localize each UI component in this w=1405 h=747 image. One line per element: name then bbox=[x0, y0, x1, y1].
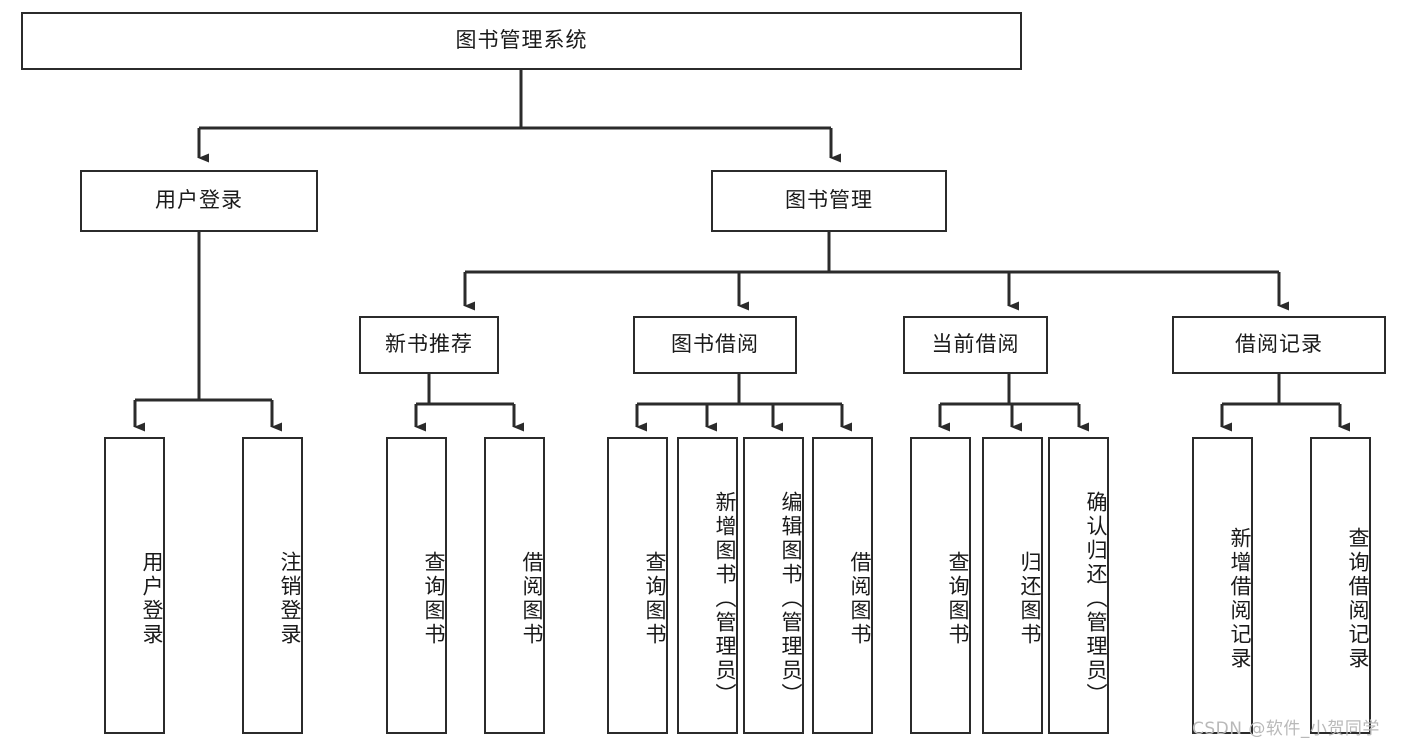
node-leaf-bb-add-book[interactable]: 新增图书（管理员） bbox=[677, 437, 738, 734]
node-leaf-br-query-record[interactable]: 查询借阅记录 bbox=[1310, 437, 1371, 734]
node-leaf-rec-borrow-book[interactable]: 借阅图书 bbox=[484, 437, 545, 734]
node-leaf-bb-borrow-book-label: 借阅图书 bbox=[848, 550, 872, 647]
node-user-login-label: 用户登录 bbox=[155, 188, 243, 213]
node-leaf-br-query-record-label: 查询借阅记录 bbox=[1346, 526, 1370, 671]
node-leaf-cb-return-book-label: 归还图书 bbox=[1018, 550, 1042, 647]
node-borrow-record[interactable]: 借阅记录 bbox=[1172, 316, 1386, 374]
node-leaf-bb-add-book-label: 新增图书（管理员） bbox=[713, 490, 737, 707]
node-leaf-bb-query-book[interactable]: 查询图书 bbox=[607, 437, 668, 734]
node-user-login[interactable]: 用户登录 bbox=[80, 170, 318, 232]
node-leaf-user-logout-label: 注销登录 bbox=[278, 550, 302, 647]
watermark-text: CSDN @软件_小贺同学 bbox=[1192, 719, 1380, 739]
node-leaf-cb-query-book[interactable]: 查询图书 bbox=[910, 437, 971, 734]
node-new-book-recommend[interactable]: 新书推荐 bbox=[359, 316, 499, 374]
node-leaf-bb-edit-book-label: 编辑图书（管理员） bbox=[779, 490, 803, 707]
node-book-manage-label: 图书管理 bbox=[785, 188, 873, 213]
node-book-manage[interactable]: 图书管理 bbox=[711, 170, 947, 232]
node-leaf-user-logout[interactable]: 注销登录 bbox=[242, 437, 303, 734]
node-leaf-rec-borrow-book-label: 借阅图书 bbox=[520, 550, 544, 647]
node-leaf-user-login[interactable]: 用户登录 bbox=[104, 437, 165, 734]
node-leaf-br-add-record-label: 新增借阅记录 bbox=[1228, 526, 1252, 671]
node-current-borrow[interactable]: 当前借阅 bbox=[903, 316, 1048, 374]
node-leaf-cb-return-book[interactable]: 归还图书 bbox=[982, 437, 1043, 734]
node-leaf-bb-edit-book[interactable]: 编辑图书（管理员） bbox=[743, 437, 804, 734]
node-leaf-user-login-label: 用户登录 bbox=[140, 550, 164, 647]
node-leaf-cb-confirm-return[interactable]: 确认归还（管理员） bbox=[1048, 437, 1109, 734]
node-root-label: 图书管理系统 bbox=[455, 28, 588, 53]
node-leaf-cb-confirm-return-label: 确认归还（管理员） bbox=[1084, 490, 1108, 707]
node-book-borrow[interactable]: 图书借阅 bbox=[633, 316, 797, 374]
node-leaf-bb-borrow-book[interactable]: 借阅图书 bbox=[812, 437, 873, 734]
node-root[interactable]: 图书管理系统 bbox=[21, 12, 1022, 70]
node-new-book-recommend-label: 新书推荐 bbox=[385, 332, 473, 357]
node-leaf-rec-query-book-label: 查询图书 bbox=[422, 550, 446, 647]
node-leaf-rec-query-book[interactable]: 查询图书 bbox=[386, 437, 447, 734]
node-leaf-bb-query-book-label: 查询图书 bbox=[643, 550, 667, 647]
node-borrow-record-label: 借阅记录 bbox=[1235, 332, 1323, 357]
node-leaf-cb-query-book-label: 查询图书 bbox=[946, 550, 970, 647]
node-current-borrow-label: 当前借阅 bbox=[931, 332, 1020, 357]
node-book-borrow-label: 图书借阅 bbox=[671, 332, 759, 357]
node-leaf-br-add-record[interactable]: 新增借阅记录 bbox=[1192, 437, 1253, 734]
